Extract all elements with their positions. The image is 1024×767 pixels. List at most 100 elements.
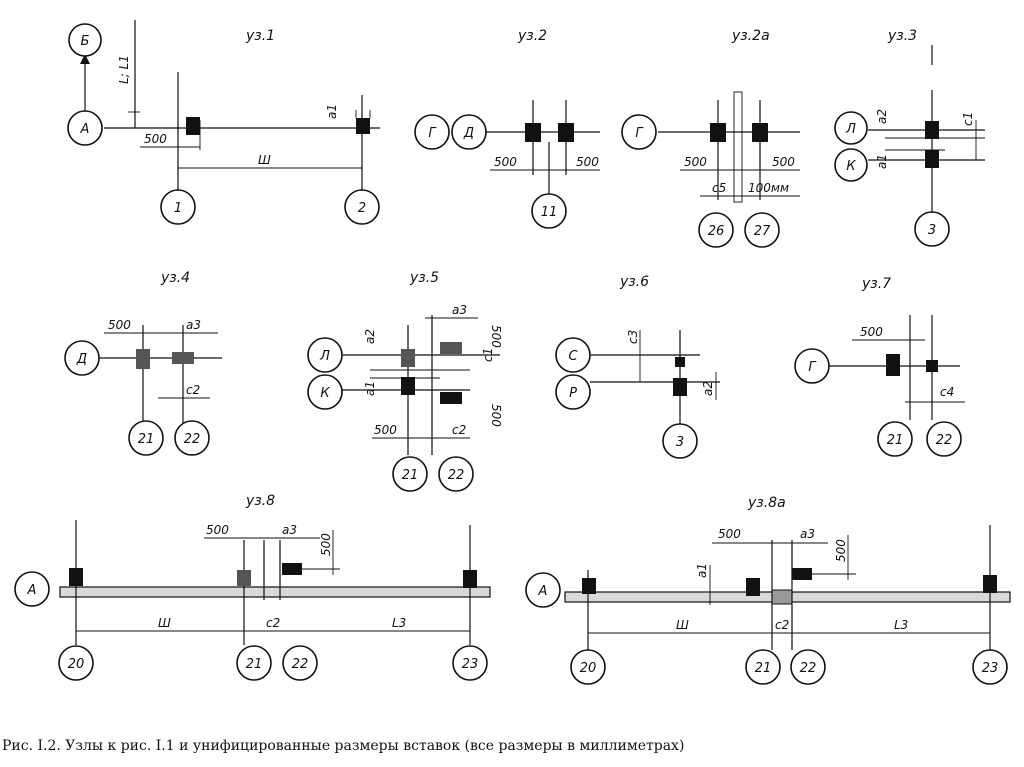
- insert-block: [282, 563, 302, 575]
- axis-marker: [525, 572, 561, 608]
- axis-label: 22: [800, 661, 817, 676]
- node-title: уз.1: [245, 28, 275, 44]
- axis-marker: [926, 421, 962, 457]
- axis-label: 3: [676, 435, 684, 450]
- dim-label: L; L1: [117, 55, 131, 84]
- axis-marker: [662, 423, 698, 459]
- axis-label: Г: [635, 126, 644, 141]
- axis-marker: [160, 189, 196, 225]
- dim-label: c1: [961, 112, 975, 126]
- insert-block: [440, 392, 462, 404]
- axis-marker: [307, 337, 343, 373]
- axis-marker: [790, 649, 826, 685]
- insert-block: [752, 123, 768, 142]
- dim-label: a2: [701, 381, 715, 396]
- axis-marker: [794, 348, 830, 384]
- node-title: уз.2а: [731, 28, 770, 44]
- dim-label: c2: [452, 423, 466, 437]
- node-uz3: уз.3 a2 a1 c1 Л К 3: [834, 28, 985, 247]
- dim-label: L3: [392, 616, 406, 630]
- dim-label: Ш: [676, 618, 689, 632]
- node-title: уз.3: [887, 28, 917, 44]
- axis-label: 23: [982, 661, 999, 676]
- insert-block: [356, 118, 370, 134]
- dim-label: 100мм: [748, 181, 789, 195]
- axis-marker: [282, 645, 318, 681]
- axis-marker: [621, 114, 657, 150]
- node-uz7: уз.7 500 c4 Г 21 22: [794, 276, 965, 457]
- axis-label: 21: [887, 433, 904, 448]
- node-title: уз.4: [160, 270, 190, 286]
- dim-label: 500: [374, 423, 397, 437]
- axis-label: 22: [184, 432, 201, 447]
- axis-marker: [451, 114, 487, 150]
- insert-block: [525, 123, 541, 142]
- node-title: уз.8а: [747, 495, 786, 511]
- axis-marker: [834, 111, 868, 145]
- dim-label: a1: [875, 154, 889, 169]
- insert-block: [69, 568, 83, 586]
- axis-label: А: [80, 122, 90, 137]
- dim-label: a3: [800, 527, 815, 541]
- dim-label: 500: [206, 523, 229, 537]
- dim-label: c3: [626, 330, 640, 344]
- axis-label: 26: [708, 224, 725, 239]
- axis-marker: [914, 211, 950, 247]
- axis-marker: [128, 420, 164, 456]
- beam: [59, 586, 491, 598]
- insert-block: [172, 352, 194, 364]
- dim-label: a1: [325, 104, 339, 119]
- dim-label: 500: [772, 155, 795, 169]
- node-uz6: уз.6 c3 a2 С Р 3: [555, 274, 720, 459]
- insert-block: [401, 377, 415, 395]
- axis-label: 20: [580, 661, 597, 676]
- node-title: уз.2: [517, 28, 547, 44]
- axis-label: Г: [428, 126, 437, 141]
- axis-label: 22: [448, 468, 465, 483]
- dim-label: L3: [894, 618, 908, 632]
- dim-label: 500: [684, 155, 707, 169]
- axis-label: С: [568, 349, 578, 364]
- dim-label: a2: [875, 109, 889, 124]
- axis-label: 1: [174, 201, 182, 216]
- axis-label: Г: [808, 360, 817, 375]
- axis-marker: [452, 645, 488, 681]
- dim-label: Ш: [158, 616, 171, 630]
- node-uz1: уз.1 L; L1 500 a1 Ш Б А 1 2: [67, 20, 380, 225]
- axis-label: К: [320, 386, 330, 401]
- node-uz2: уз.2 500 500 Г Д 11: [414, 28, 600, 229]
- insert-block: [237, 570, 251, 586]
- insert-block: [746, 578, 760, 596]
- dim-label: 500: [144, 132, 167, 146]
- dim-label: c5: [712, 181, 726, 195]
- node-uz2a: уз.2а 500 500 c5 100мм Г 26 27: [621, 28, 800, 248]
- dim-label: a3: [452, 303, 467, 317]
- dim-label: Ш: [258, 153, 271, 167]
- axis-label: Л: [319, 349, 330, 364]
- dim-label: 500: [489, 325, 503, 348]
- axis-label: 3: [928, 223, 936, 238]
- axis-label: 21: [246, 657, 263, 672]
- axis-marker: [877, 421, 913, 457]
- insert-block: [886, 354, 900, 376]
- axis-marker: [744, 212, 780, 248]
- node-uz4: уз.4 500 a3 c2 Д 21 22: [64, 270, 222, 456]
- axis-label: Д: [463, 126, 474, 141]
- node-uz5: уз.5 a2 a1 a3 500 c1 500 500 c2 Л К 21 2…: [307, 270, 503, 492]
- axis-marker: [531, 193, 567, 229]
- insert-block: [673, 378, 687, 396]
- axis-label: 27: [754, 224, 771, 239]
- dim-label: 500: [718, 527, 741, 541]
- axis-marker: [698, 212, 734, 248]
- axis-label: Д: [76, 352, 87, 367]
- axis-label: 11: [541, 205, 558, 220]
- axis-label: А: [538, 584, 548, 599]
- insert-block: [710, 123, 726, 142]
- axis-label: А: [27, 583, 37, 598]
- node-title: уз.6: [619, 274, 649, 290]
- dim-label: 500: [108, 318, 131, 332]
- insert-block: [675, 357, 685, 367]
- axis-marker: [307, 374, 343, 410]
- axis-marker: [972, 649, 1008, 685]
